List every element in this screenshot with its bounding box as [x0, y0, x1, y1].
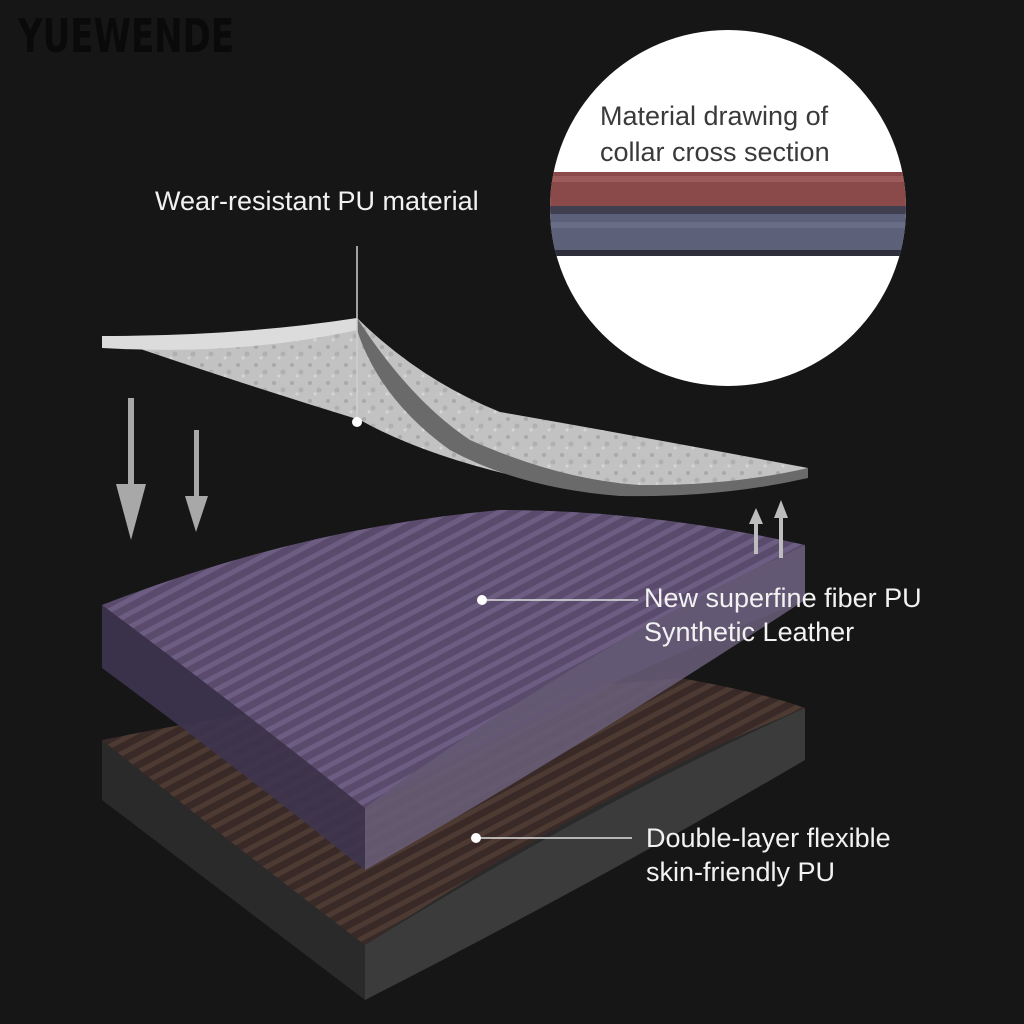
top-layer: [102, 318, 808, 497]
leader-top: [352, 246, 362, 427]
leader-bottom: [471, 833, 632, 843]
up-arrow-large: [774, 500, 788, 558]
down-arrow-large: [116, 398, 146, 540]
down-arrow-small: [185, 430, 208, 532]
label-superfine-fiber-line2: Synthetic Leather: [644, 617, 855, 647]
inset-caption: Material drawing of collar cross section: [600, 98, 890, 170]
label-wear-resistant: Wear-resistant PU material: [155, 184, 479, 218]
label-double-layer-line2: skin-friendly PU: [646, 857, 836, 887]
label-superfine-fiber-line1: New superfine fiber PU: [644, 583, 922, 613]
brand-logo: YUEWENDE: [18, 10, 235, 64]
leader-middle: [477, 595, 638, 605]
inset-caption-line2: collar cross section: [600, 137, 830, 167]
inset-caption-line1: Material drawing of: [600, 101, 829, 131]
up-arrow-small: [749, 508, 763, 554]
label-superfine-fiber: New superfine fiber PU Synthetic Leather: [644, 581, 922, 649]
cross-section-inset: [550, 30, 906, 386]
label-wear-resistant-line1: Wear-resistant PU material: [155, 186, 479, 216]
label-double-layer: Double-layer flexible skin-friendly PU: [646, 821, 891, 889]
label-double-layer-line1: Double-layer flexible: [646, 823, 891, 853]
